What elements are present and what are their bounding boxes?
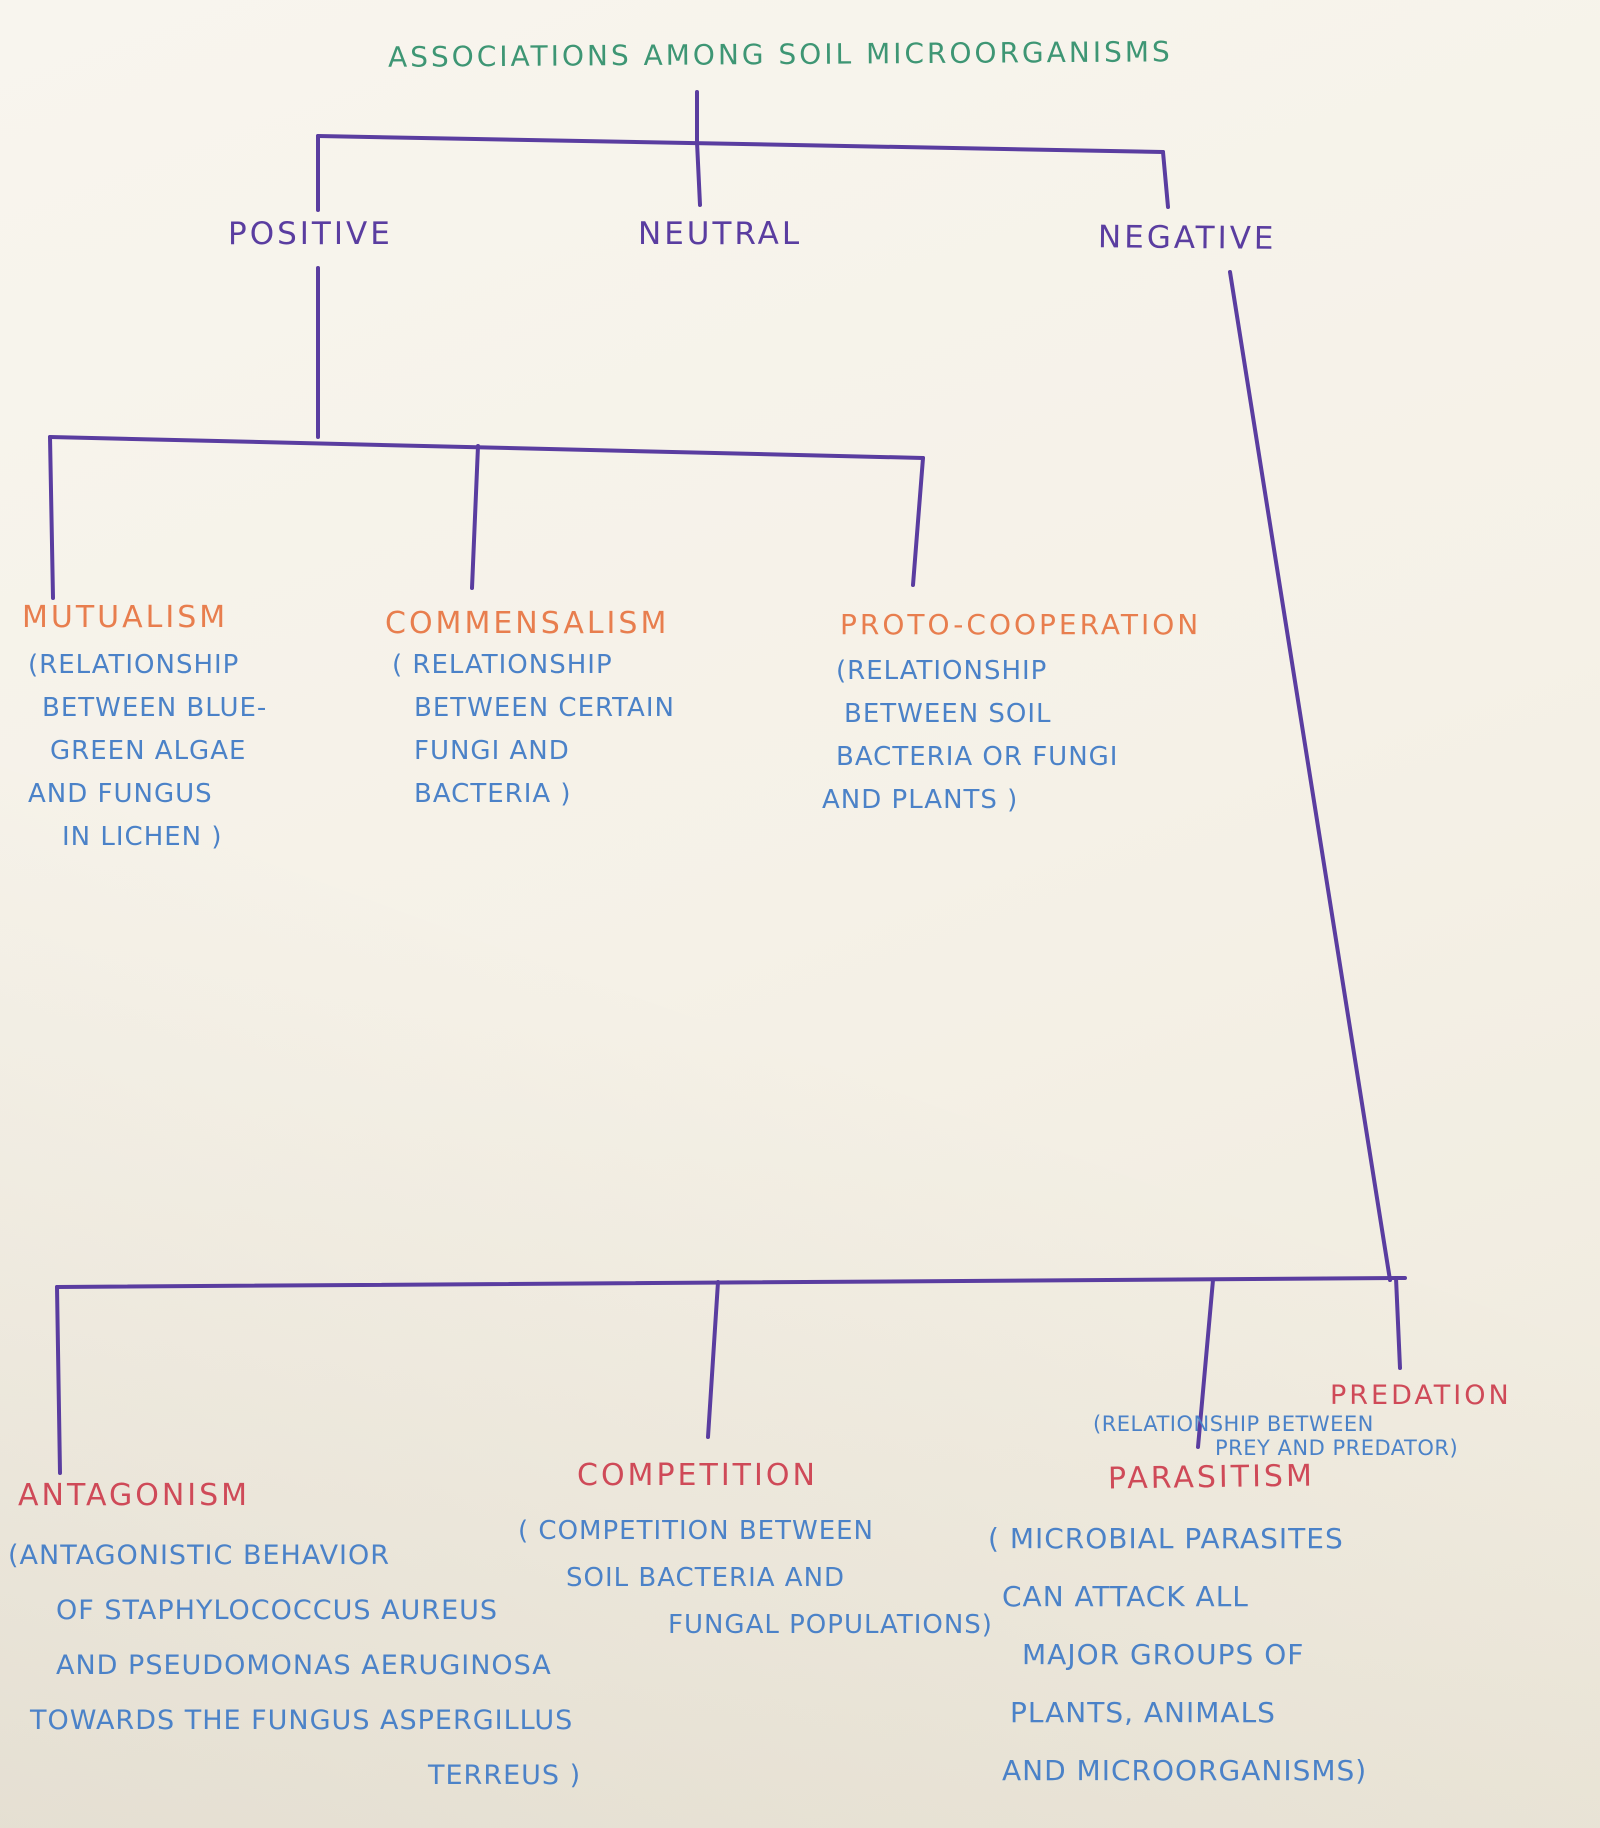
description-line: AND FUNGUS <box>28 779 213 809</box>
connector-competition-drop <box>706 1280 720 1439</box>
connector-negative-horizontal <box>55 1276 1407 1289</box>
node-mutualism-label: MUTUALISM <box>22 600 229 635</box>
description-line: AND PSEUDOMONAS AERUGINOSA <box>56 1650 552 1681</box>
node-mutualism-description: (RELATIONSHIP BETWEEN BLUE- GREEN ALGAE … <box>28 650 267 865</box>
description-line: (RELATIONSHIP <box>836 656 1048 686</box>
description-line: PREY AND PREDATOR) <box>1215 1436 1459 1460</box>
connector-neutral-drop <box>695 140 702 207</box>
node-antagonism-label: ANTAGONISM <box>18 1478 251 1513</box>
node-proto-cooperation-description: (RELATIONSHIP BETWEEN SOIL BACTERIA OR F… <box>822 656 1118 828</box>
description-line: (ANTAGONISTIC BEHAVIOR <box>8 1540 391 1571</box>
description-line: GREEN ALGAE <box>50 736 247 766</box>
branch-neutral-label: NEUTRAL <box>638 216 803 252</box>
branch-negative-label: NEGATIVE <box>1097 219 1277 257</box>
description-line: ( RELATIONSHIP <box>392 650 613 680</box>
description-line: BACTERIA ) <box>414 779 572 809</box>
description-line: (RELATIONSHIP <box>28 650 240 680</box>
description-line: TERREUS ) <box>428 1760 582 1791</box>
description-line: FUNGI AND <box>414 736 570 766</box>
connector-proto-cooperation-drop <box>911 456 925 587</box>
description-line: BETWEEN SOIL <box>844 699 1052 729</box>
connector-predation-drop <box>1394 1276 1402 1370</box>
description-line: ( COMPETITION BETWEEN <box>518 1516 875 1546</box>
node-commensalism-label: COMMENSALISM <box>385 606 670 641</box>
node-competition-label: COMPETITION <box>577 1458 818 1493</box>
description-line: CAN ATTACK ALL <box>1002 1580 1249 1613</box>
description-line: (RELATIONSHIP BETWEEN <box>1093 1412 1374 1436</box>
connector-antagonism-drop <box>55 1285 62 1475</box>
description-line: TOWARDS THE FUNGUS ASPERGILLUS <box>30 1705 574 1736</box>
description-line: AND MICROORGANISMS) <box>1002 1754 1368 1787</box>
description-line: ( MICROBIAL PARASITES <box>988 1522 1344 1555</box>
connector-top-horizontal <box>316 134 1165 154</box>
connector-commensalism-drop <box>470 444 480 590</box>
description-line: OF STAPHYLOCOCCUS AUREUS <box>56 1595 499 1626</box>
description-line: FUNGAL POPULATIONS) <box>668 1610 993 1640</box>
description-line: BACTERIA OR FUNGI <box>836 742 1119 772</box>
connector-positive-horizontal <box>48 435 925 460</box>
connector-parasitism-drop <box>1196 1278 1215 1449</box>
connector-mutualism-drop <box>48 435 55 600</box>
description-line: BETWEEN BLUE- <box>42 693 268 723</box>
connector-negative-stem <box>1228 270 1392 1282</box>
description-line: PLANTS, ANIMALS <box>1010 1696 1276 1729</box>
description-line: IN LICHEN ) <box>62 822 223 852</box>
description-line: MAJOR GROUPS OF <box>1022 1638 1305 1671</box>
node-parasitism-description: ( MICROBIAL PARASITES CAN ATTACK ALL MAJ… <box>988 1522 1367 1812</box>
node-competition-description: ( COMPETITION BETWEEN SOIL BACTERIA AND … <box>518 1516 993 1657</box>
node-parasitism-label: PARASITISM <box>1107 1458 1316 1497</box>
node-predation-label: PREDATION <box>1330 1380 1512 1411</box>
branch-positive-label: POSITIVE <box>228 216 393 252</box>
node-antagonism-description: (ANTAGONISTIC BEHAVIOR OF STAPHYLOCOCCUS… <box>8 1540 581 1815</box>
description-line: AND PLANTS ) <box>822 785 1019 815</box>
node-proto-cooperation-label: PROTO-COOPERATION <box>840 608 1202 641</box>
connector-negative-drop <box>1161 150 1170 209</box>
description-line: BETWEEN CERTAIN <box>414 693 675 723</box>
diagram-title: ASSOCIATIONS AMONG SOIL MICROORGANISMS <box>387 35 1173 74</box>
node-commensalism-description: ( RELATIONSHIP BETWEEN CERTAIN FUNGI AND… <box>392 650 675 822</box>
node-predation-description: (RELATIONSHIP BETWEEN PREY AND PREDATOR) <box>1093 1412 1458 1460</box>
description-line: SOIL BACTERIA AND <box>566 1563 846 1593</box>
